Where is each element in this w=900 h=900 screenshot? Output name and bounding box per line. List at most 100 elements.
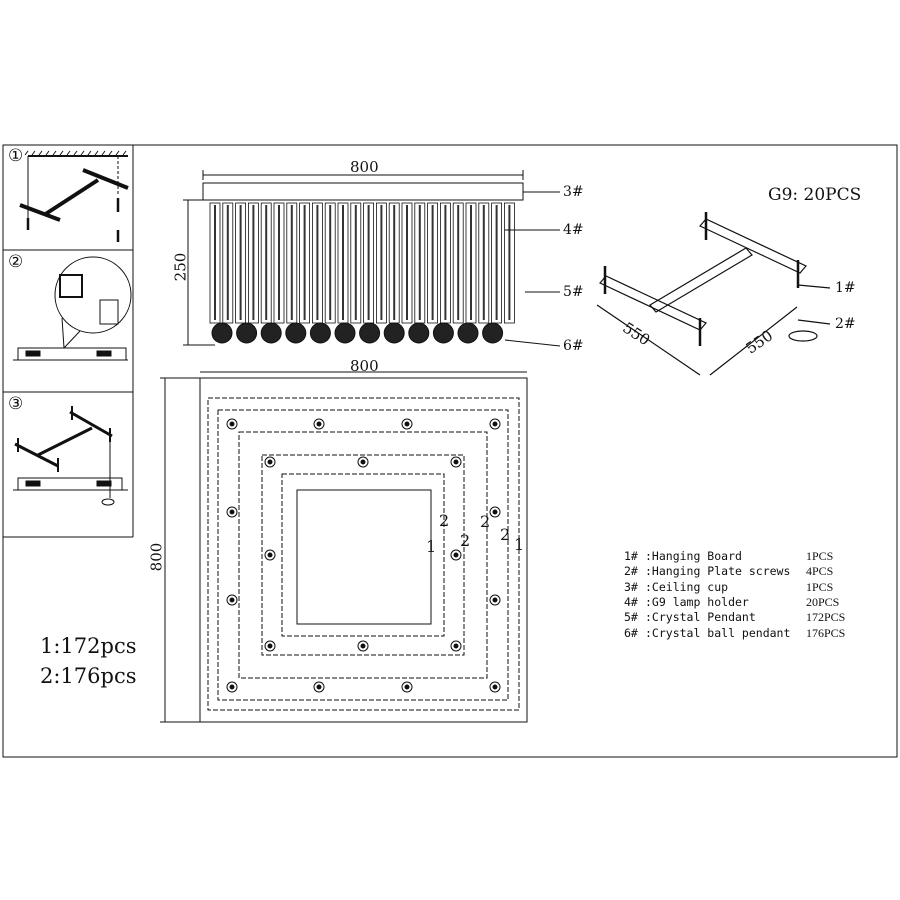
top-view — [160, 371, 528, 723]
crystal-pendant — [260, 202, 272, 324]
callout-6: 6# — [563, 338, 584, 354]
crystal-pendant — [401, 202, 413, 324]
lamp-holder-center — [453, 459, 459, 465]
lamp-holder-center — [229, 509, 235, 515]
part-id: 3# — [624, 579, 638, 594]
part-id: 5# — [624, 610, 638, 625]
step3-illustration — [13, 406, 128, 506]
front-view — [183, 170, 561, 347]
ring-label: 2 — [460, 531, 471, 550]
lamp-holder-mark — [264, 549, 276, 561]
lamp-holder-mark — [401, 418, 413, 430]
crystal-pendant — [452, 202, 464, 324]
parts-list-row: 2# :Hanging Plate screws 4PCS — [624, 564, 864, 579]
part-id: 2# — [624, 564, 638, 579]
part-name: :G9 lamp holder — [645, 594, 749, 609]
crystal-ball — [334, 322, 356, 344]
lamp-holder-center — [492, 597, 498, 603]
front-width-dim: 800 — [350, 158, 379, 176]
part-qty: 1PCS — [806, 579, 834, 594]
front-height-dim: 250 — [171, 252, 190, 282]
callout-4: 4# — [563, 222, 584, 238]
lamp-holder-center — [267, 643, 273, 649]
lamp-holder-center — [492, 684, 498, 690]
lamp-holder-center — [229, 684, 235, 690]
crystal-ball — [260, 322, 282, 344]
ring-label: 1 — [514, 535, 525, 554]
top-width-dim: 800 — [350, 357, 379, 375]
lamp-holder-center — [453, 643, 459, 649]
lamp-holder-mark — [313, 681, 325, 693]
part-name: :Crystal ball pendant — [645, 625, 791, 640]
crystal-ball — [359, 322, 381, 344]
crystal-pendant — [273, 202, 285, 324]
step-3-number: ③ — [8, 394, 24, 414]
crystal-pendant — [209, 202, 221, 324]
ring-label: 2 — [439, 511, 450, 530]
crystal-ball — [236, 322, 258, 344]
lamp-holder-mark — [489, 418, 501, 430]
part-id: 1# — [624, 549, 638, 563]
parts-list-row: 4# :G9 lamp holder 20PCS — [624, 595, 864, 610]
lamp-holder-mark — [226, 681, 238, 693]
lamp-holder-center — [453, 552, 459, 558]
lamp-holder-center — [404, 421, 410, 427]
lamp-holder-mark — [401, 681, 413, 693]
part-qty: 176PCS — [806, 625, 846, 640]
callout-5: 5# — [563, 284, 584, 300]
lamp-holder-mark — [226, 506, 238, 518]
crystal-ball — [383, 322, 405, 344]
crystal-ball — [408, 322, 430, 344]
bulb-note: G9: 20PCS — [768, 185, 862, 205]
lamp-holder-center — [316, 684, 322, 690]
crystal-ball — [482, 322, 504, 344]
lamp-holder-mark — [264, 640, 276, 652]
lamp-holder-center — [316, 421, 322, 427]
parts-list-row: 3# :Ceiling cup 1PCS — [624, 580, 864, 595]
crystal-ball — [457, 322, 479, 344]
crystal-pendant — [503, 202, 515, 324]
lamp-holder-mark — [264, 456, 276, 468]
lamp-holder-mark — [226, 594, 238, 606]
crystal-ball — [211, 322, 233, 344]
hanging-bracket — [596, 212, 831, 376]
crystal-pendant — [286, 202, 298, 324]
lamp-holder-mark — [226, 418, 238, 430]
crystal-pendant — [324, 202, 336, 324]
lamp-holder-center — [229, 597, 235, 603]
lamp-holder-center — [492, 509, 498, 515]
part-name: :Ceiling cup — [645, 579, 729, 594]
lamp-holder-center — [267, 459, 273, 465]
crystal-pendant — [299, 202, 311, 324]
part-id: 4# — [624, 594, 638, 609]
part-qty: 20PCS — [806, 594, 840, 609]
part-name: :Hanging Plate screws — [645, 564, 791, 579]
crystal-ball — [432, 322, 454, 344]
crystal-pendant — [247, 202, 259, 324]
lamp-holder-mark — [357, 640, 369, 652]
callout-2: 2# — [835, 316, 856, 332]
crystal-ball — [285, 322, 307, 344]
lamp-holder-mark — [489, 681, 501, 693]
top-height-dim: 800 — [147, 542, 166, 572]
lamp-holder-mark — [450, 456, 462, 468]
lamp-holder-center — [492, 421, 498, 427]
callout-1: 1# — [835, 280, 856, 296]
outer-frame — [2, 144, 898, 758]
pendant-count-1: 1:172pcs — [40, 634, 137, 658]
lamp-holder-center — [229, 421, 235, 427]
ring-label: 2 — [480, 512, 491, 531]
crystal-pendant — [235, 202, 247, 324]
step2-illustration — [13, 256, 132, 361]
crystal-pendant — [375, 202, 387, 324]
crystal-ball — [309, 322, 331, 344]
crystal-pendant — [491, 202, 503, 324]
part-qty: 4PCS — [806, 564, 834, 579]
part-qty: 1PCS — [806, 549, 834, 563]
ring-label: 1 — [426, 537, 437, 556]
ring-label: 2 — [500, 525, 511, 544]
